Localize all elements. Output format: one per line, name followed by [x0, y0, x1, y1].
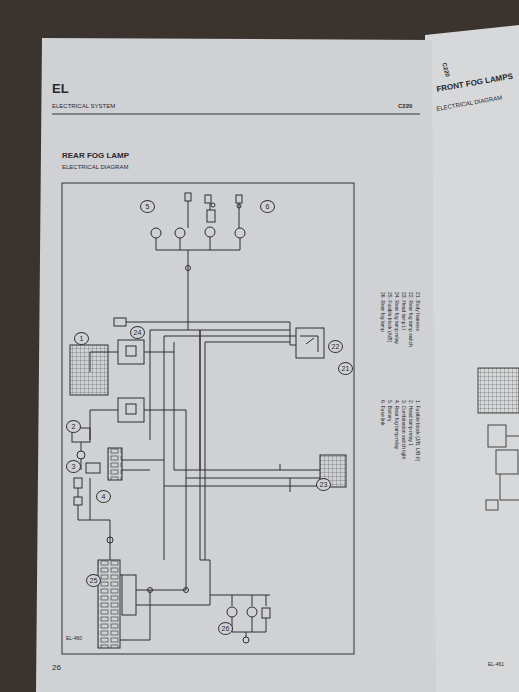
- callout-number: 24: [130, 326, 145, 339]
- wiring: [70, 193, 346, 648]
- section-subtitle: ELECTRICAL DIAGRAM: [62, 164, 128, 171]
- legend-item: 6. Fuse link: [380, 400, 386, 426]
- legend-item: 23. Head lamp LI: [401, 292, 407, 330]
- page-number: 26: [52, 664, 61, 673]
- legend-item: 1. Fusible block (J/B, L/B-II): [415, 400, 421, 461]
- legend-item: 22. Rear fog lamp switch: [408, 292, 414, 347]
- callout-number: 5: [140, 200, 155, 213]
- callout-number: 1: [74, 332, 89, 345]
- legend-item: 3. Combination switch light: [401, 400, 407, 459]
- figure-code: EL-461: [488, 662, 504, 668]
- figure-code: EL-460: [66, 636, 82, 642]
- callout-number: 6: [260, 200, 275, 213]
- callout-number: 2: [66, 420, 81, 433]
- diagram-frame: [62, 183, 354, 654]
- right-page: [425, 25, 519, 692]
- model-code: C220: [398, 103, 412, 110]
- callout-number: 3: [66, 460, 81, 473]
- chapter-name: ELECTRICAL SYSTEM: [52, 103, 115, 110]
- callout-number: 23: [316, 478, 331, 491]
- legend-item: 4. Rear fog lamp relay: [394, 400, 400, 449]
- callout-number: 22: [328, 340, 343, 353]
- legend-item: 5. Battery: [387, 400, 393, 421]
- legend-item: 21. Body harness: [415, 292, 421, 331]
- lamp-symbols: [151, 193, 245, 238]
- section-title: REAR FOG LAMP: [62, 152, 129, 161]
- callout-number: 4: [96, 490, 111, 503]
- callout-number: 21: [338, 362, 353, 375]
- legend-item: 2. Head lamp relay 1: [408, 400, 414, 446]
- left-page: [36, 38, 436, 692]
- right-page-drawing: [478, 368, 519, 510]
- callout-number: 25: [86, 574, 101, 587]
- legend-item: 24. Rear fog lamp relay: [394, 292, 400, 344]
- legend-item: 25. Fusible block (A/B): [387, 292, 393, 342]
- callout-number: 26: [218, 622, 233, 635]
- chapter-code: EL: [52, 82, 69, 96]
- legend-item: 26. Rear fog lamp: [380, 292, 386, 332]
